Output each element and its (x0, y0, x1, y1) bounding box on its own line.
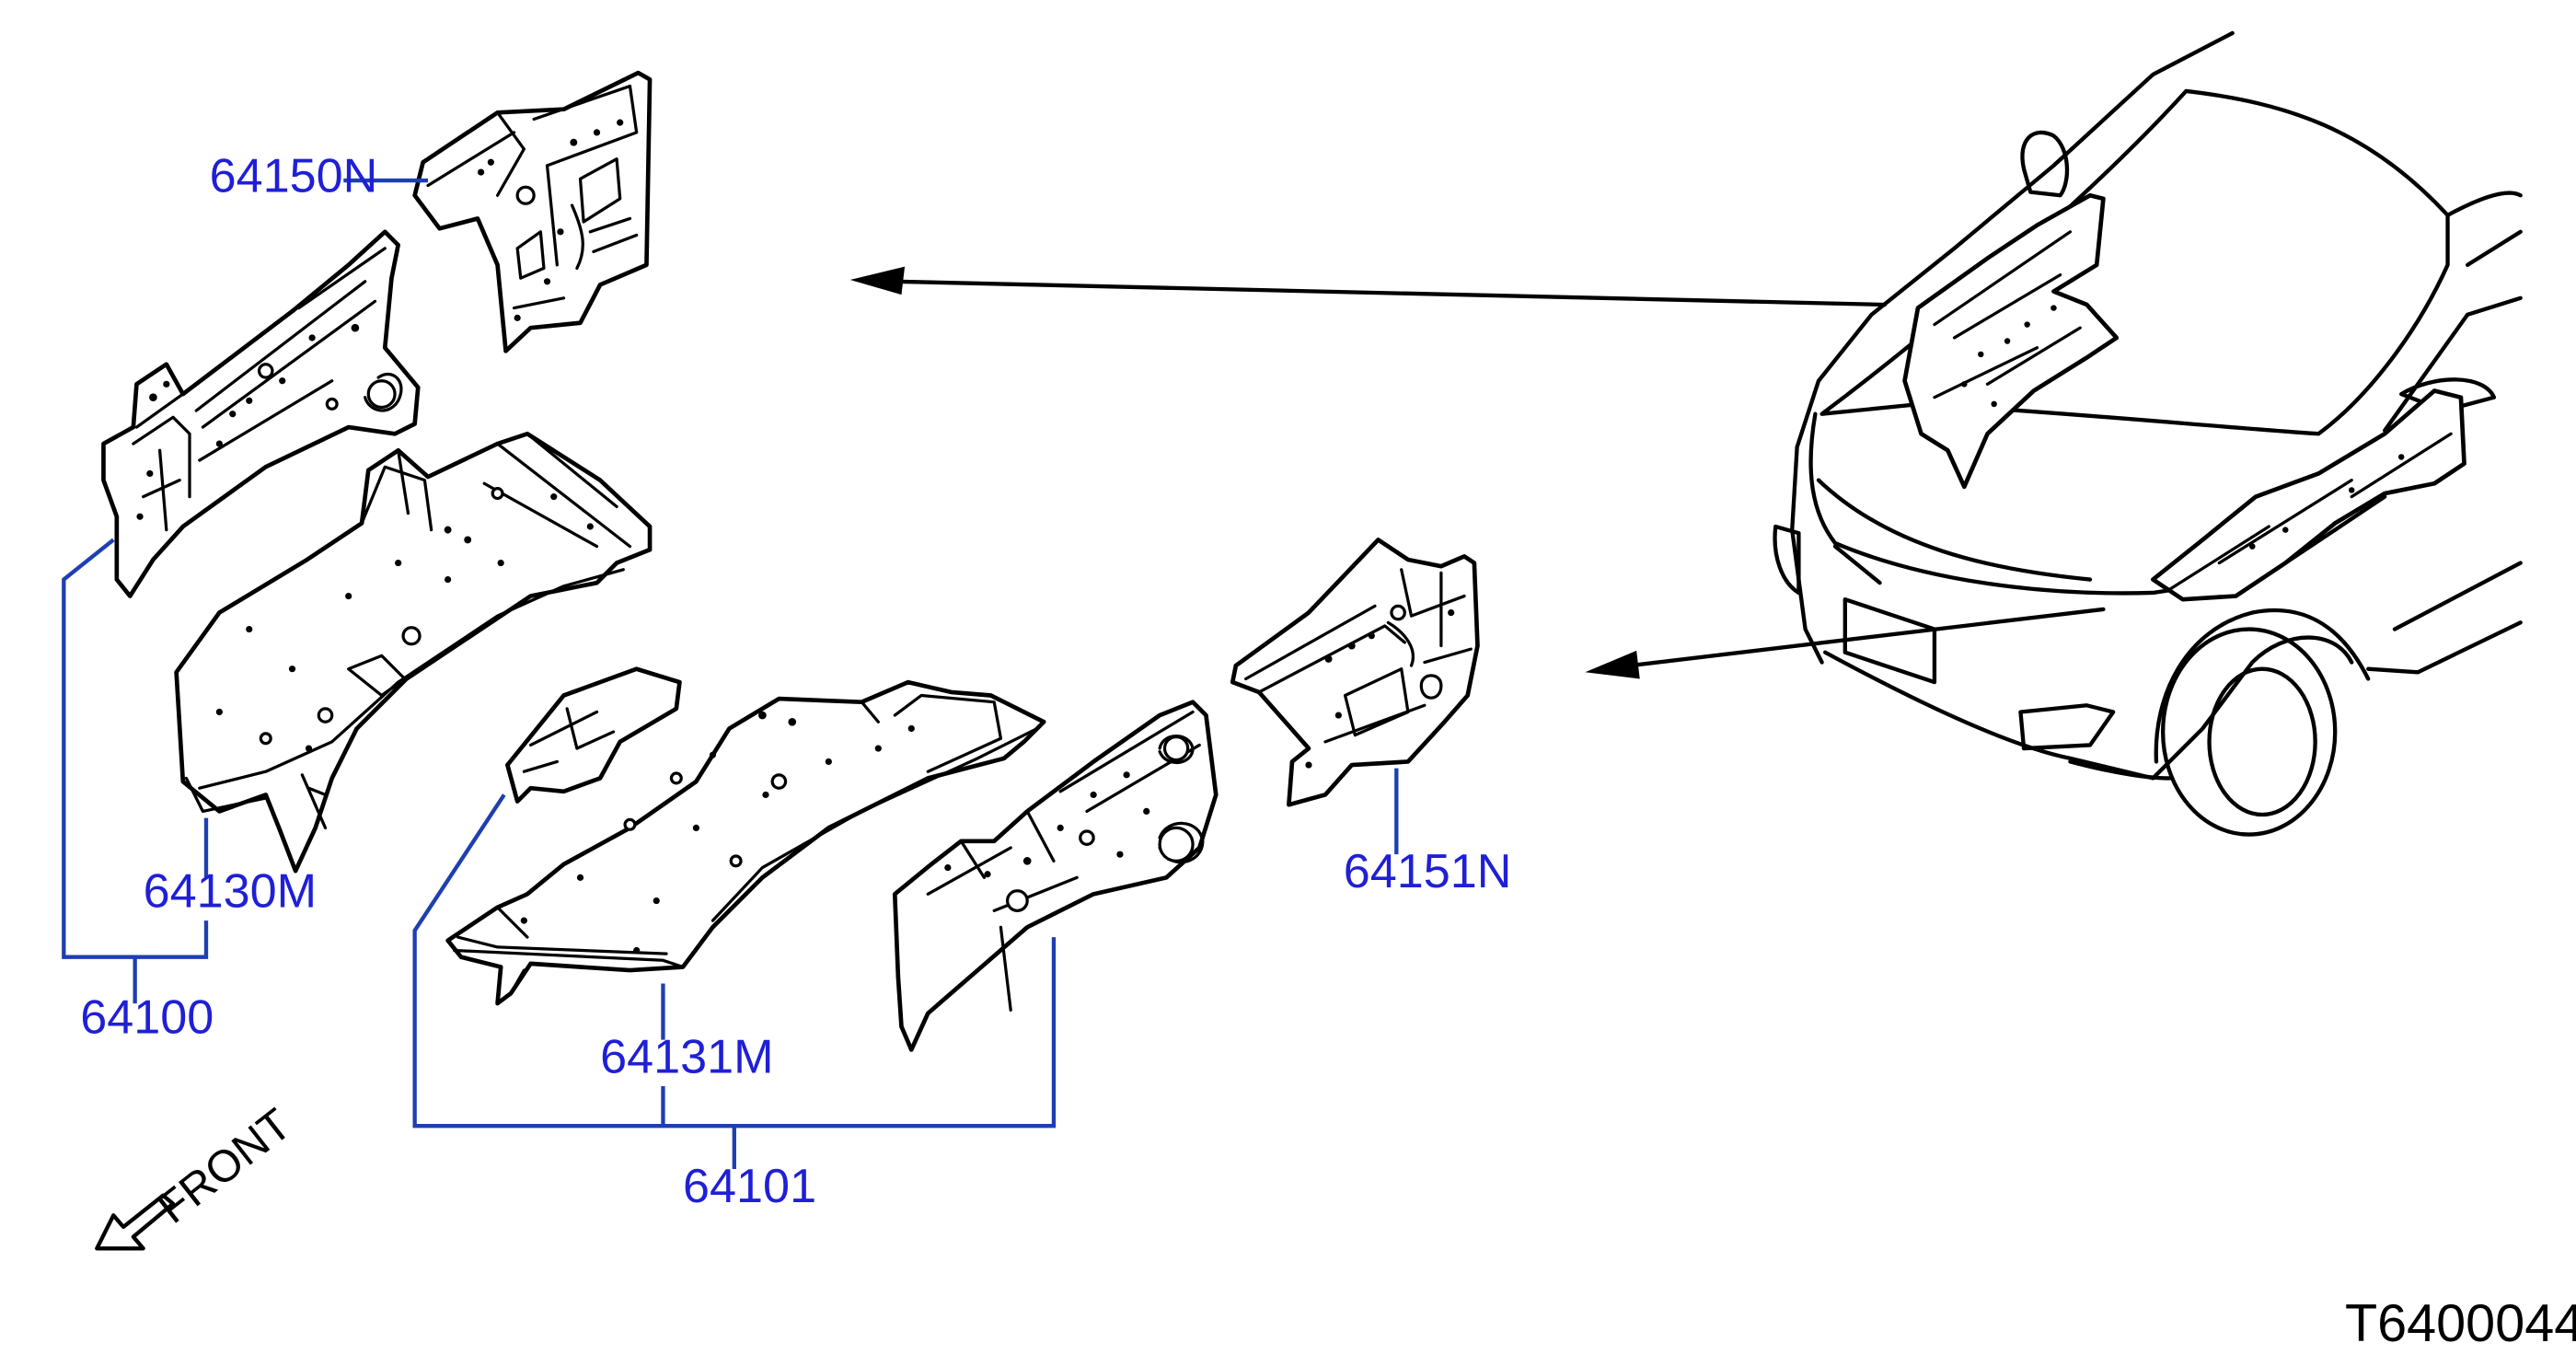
part-64131M-drawing (445, 666, 1046, 1006)
illustration-code: T6400044 (2345, 1294, 2576, 1353)
callout-64101: 64101 (683, 1160, 816, 1213)
arrow-lower-line (1627, 607, 2106, 668)
part-64101-upper-drawing (892, 700, 1219, 1052)
leader-lines (62, 178, 1399, 1169)
callout-64151N: 64151N (1344, 845, 1512, 898)
callout-64131M: 64131M (600, 1031, 773, 1084)
location-arrows (849, 266, 2106, 679)
part-64130M-upper-drawing (101, 229, 421, 598)
arrow-upper-line (893, 279, 1888, 307)
vehicle-outline-drawing (1773, 30, 2523, 837)
arrow-lower-head (1585, 650, 1640, 679)
front-label: FRONT (149, 1099, 301, 1233)
front-direction-indicator: FRONT (95, 1099, 301, 1251)
callout-64150N: 64150N (210, 150, 378, 203)
part-64130M-lower-drawing (174, 431, 653, 874)
callout-labels: 64150N 64130M 64100 64131M 64101 64151N (80, 150, 1511, 1213)
part-64151N-drawing (1230, 538, 1480, 807)
part-64150N-drawing (412, 70, 653, 353)
arrow-upper-head (849, 266, 906, 295)
front-arrow-icon (95, 1193, 176, 1251)
callout-64130M: 64130M (144, 865, 317, 919)
callout-64100: 64100 (80, 990, 214, 1044)
